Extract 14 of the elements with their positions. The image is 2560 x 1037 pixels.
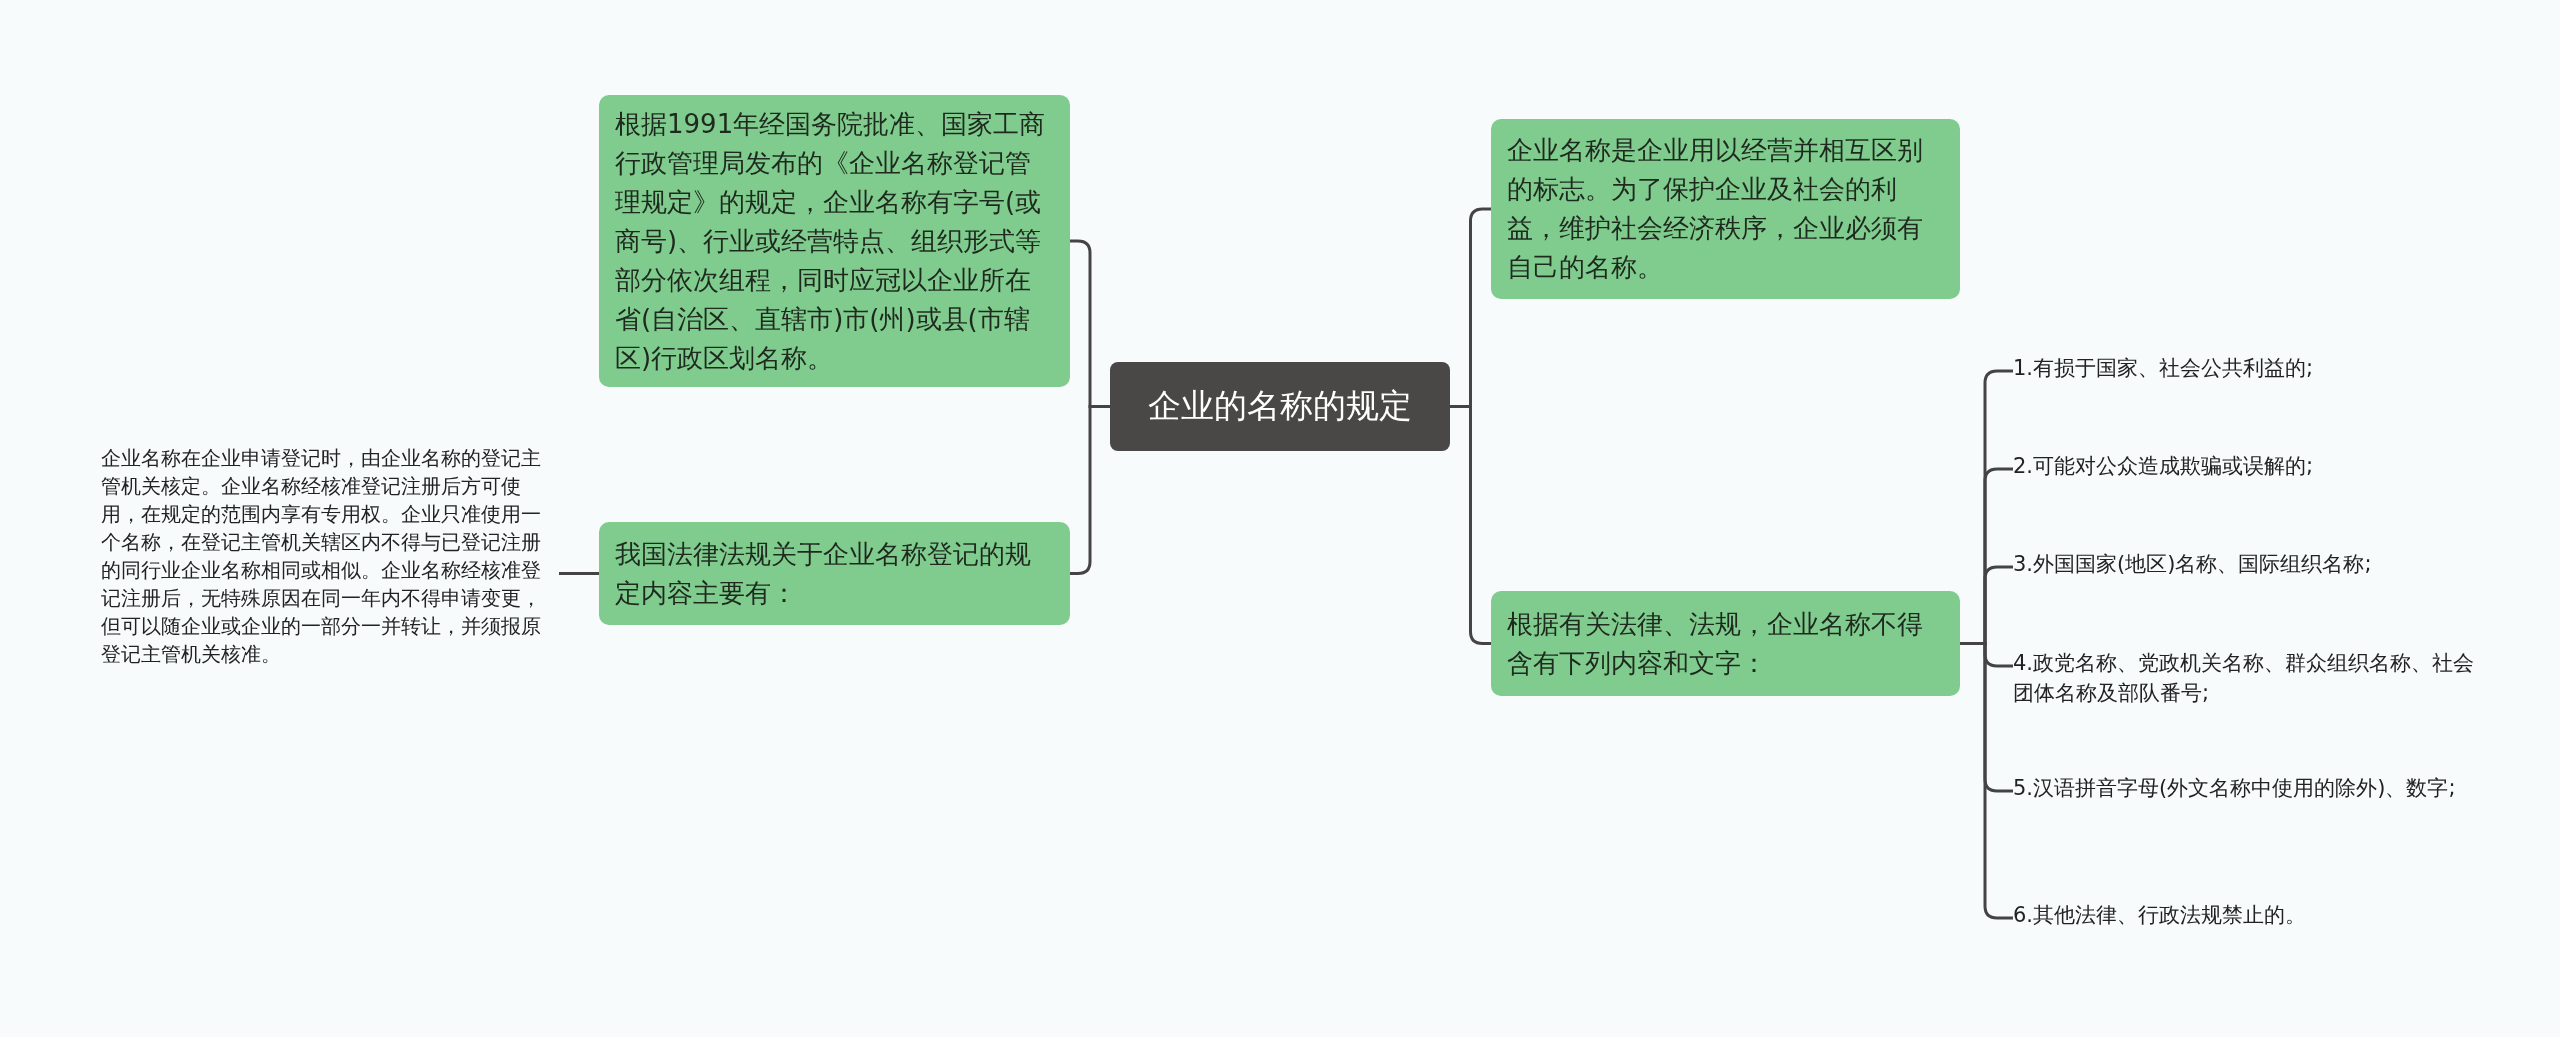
note-text: 企业名称在企业申请登记时，由企业名称的登记主管机关核定。企业名称经核准登记注册后方可使用，在规定的范围内享有专用权。企业只准使用一个名称，在登记主管机关辖区内不得与已登记注册的同行业企业名称相同或相似。企业名称经核准登记注册后，无特殊原因在同一年内不得申请变更，但可以随企业或企业的一部分一并转让，并须报原登记主管机关核准。 xyxy=(101,444,559,706)
connector-line xyxy=(559,572,599,575)
list-item-text: 3.外国国家(地区)名称、国际组织名称; xyxy=(2013,549,2483,585)
topic-box: 我国法律法规关于企业名称登记的规定内容主要有： xyxy=(599,522,1070,625)
connector-line xyxy=(1450,405,1491,645)
topic-box: 根据1991年经国务院批准、国家工商行政管理局发布的《企业名称登记管理规定》的规定，企业名称有字号(或商号)、行业或经营特点、组织形式等部分依次组程，同时应冠以企业所在省(自治区、直辖市)市(州)或县(市辖区)行政区划名称。 xyxy=(599,95,1070,387)
central-topic-box: 企业的名称的规定 xyxy=(1110,362,1450,451)
topic-box: 企业名称是企业用以经营并相互区别的标志。为了保护企业及社会的利益，维护社会经济秩序，企业必须有自己的名称。 xyxy=(1491,119,1960,299)
topic-box: 根据有关法律、法规，企业名称不得含有下列内容和文字： xyxy=(1491,591,1960,696)
list-item-text: 6.其他法律、行政法规禁止的。 xyxy=(2013,900,2483,936)
list-item-text: 4.政党名称、党政机关名称、群众组织名称、社会团体名称及部队番号; xyxy=(2013,648,2483,710)
list-item-text: 1.有损于国家、社会公共利益的; xyxy=(2013,353,2483,389)
list-item-text: 2.可能对公众造成欺骗或误解的; xyxy=(2013,451,2483,487)
list-item-text: 5.汉语拼音字母(外文名称中使用的除外)、数字; xyxy=(2013,773,2483,835)
